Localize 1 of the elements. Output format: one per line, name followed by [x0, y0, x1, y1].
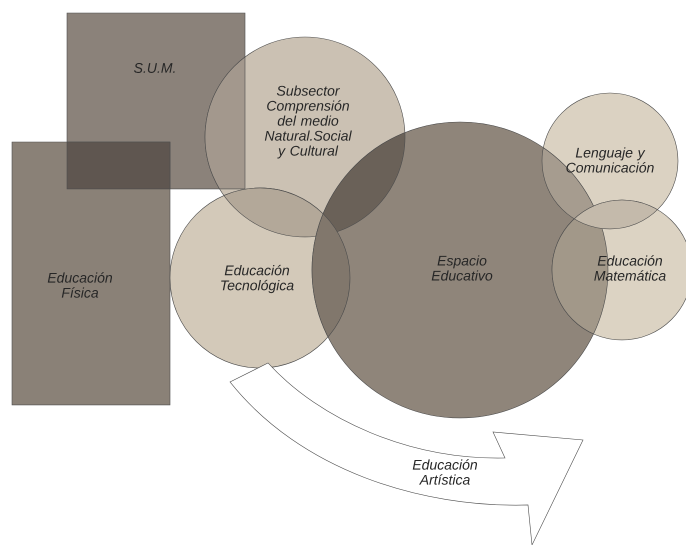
- node-label: Educación Artística: [412, 459, 478, 485]
